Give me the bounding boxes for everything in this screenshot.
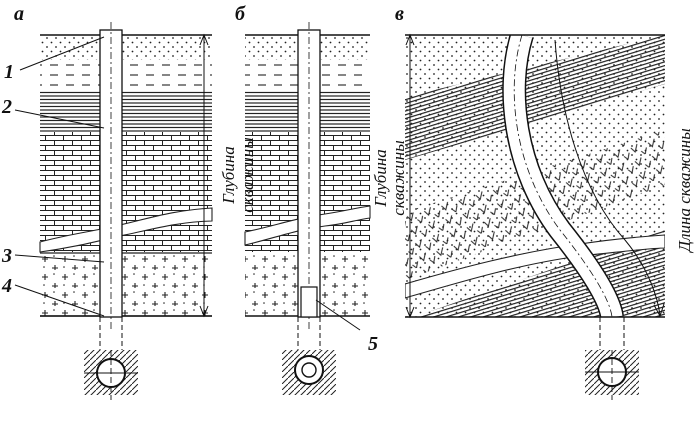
borehole-b-casing bbox=[300, 286, 318, 318]
layer-clay bbox=[40, 60, 212, 90]
depth-label-a-line1: Глубина bbox=[219, 146, 238, 204]
panel-b bbox=[244, 22, 371, 395]
length-label-c: Длина скважины bbox=[675, 128, 694, 253]
callout-1: 1 bbox=[4, 61, 14, 83]
depth-label-c-line1: Глубина bbox=[371, 149, 390, 207]
length-arc bbox=[554, 39, 661, 316]
callout-3: 3 bbox=[1, 245, 12, 267]
callout-2: 2 bbox=[1, 96, 12, 118]
panel-label-c: в bbox=[395, 3, 404, 25]
panel-label-a: а bbox=[14, 3, 24, 25]
layer-shale bbox=[40, 90, 212, 132]
depth-label-c-line2: скважины bbox=[389, 140, 408, 216]
panel-a bbox=[14, 22, 213, 400]
callout-4: 4 bbox=[1, 275, 12, 297]
panel-label-b: б bbox=[235, 3, 246, 25]
fracture-c bbox=[405, 234, 665, 299]
layer-c-shale-top bbox=[405, 35, 665, 160]
panel-c bbox=[405, 33, 665, 400]
fracture-a bbox=[39, 207, 213, 253]
callout-5: 5 bbox=[368, 333, 378, 355]
layer-sand-top bbox=[40, 35, 212, 60]
layer-granite bbox=[40, 252, 212, 316]
depth-label-a-line2: скважины bbox=[238, 137, 257, 213]
